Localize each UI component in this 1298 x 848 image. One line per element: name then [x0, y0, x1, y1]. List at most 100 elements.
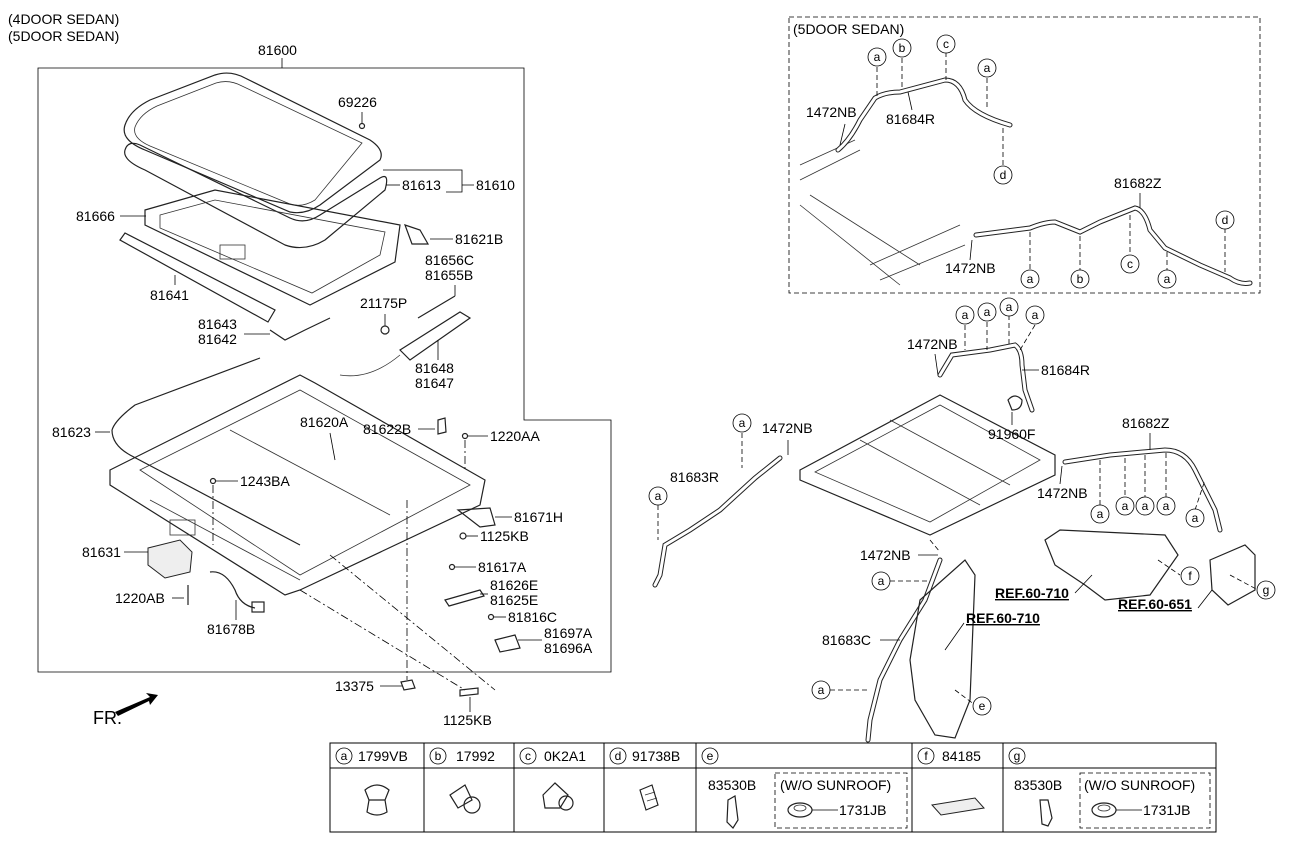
label-81678B: 81678B: [207, 621, 255, 637]
cable-81656C: [417, 295, 456, 319]
svg-text:a: a: [1192, 511, 1199, 525]
label-13375: 13375: [335, 678, 374, 694]
legend-letter-f: f: [924, 749, 928, 763]
legend-g-sub: 1731JB: [1143, 802, 1190, 818]
svg-text:f: f: [1188, 569, 1192, 583]
label-21175P: 21175P: [360, 295, 407, 311]
sunroof-motor: [339, 311, 472, 377]
label-81622B: 81622B: [363, 421, 411, 437]
drain-hose-81643: [269, 317, 331, 341]
legend-letter-b: b: [435, 749, 442, 763]
label-1220AB: 1220AB: [115, 590, 165, 606]
svg-text:a: a: [1032, 308, 1039, 322]
clip-91960F: [1007, 395, 1023, 411]
svg-text:b: b: [899, 41, 906, 55]
svg-text:b: b: [1077, 272, 1084, 286]
panel-g: [1209, 544, 1256, 606]
ref-60-710-b: REF.60-710: [966, 610, 1040, 626]
svg-text:c: c: [1127, 257, 1133, 271]
legend-table: a 1799VB b 17992 c 0K2A1 d 91738B e f 84…: [329, 742, 1217, 833]
harness-81678B: [209, 571, 256, 609]
drain-tube-81623: [111, 357, 301, 546]
label-81610: 81610: [476, 177, 515, 193]
inset-5door: [788, 16, 1261, 294]
label-81655B: 81655B: [425, 267, 473, 283]
label-r81683C: 81683C: [822, 632, 871, 648]
svg-text:d: d: [1222, 213, 1229, 227]
label-i81684R: 81684R: [886, 111, 935, 127]
svg-text:a: a: [962, 308, 969, 322]
svg-text:a: a: [739, 416, 746, 430]
clip-0K2A1-icon: [542, 782, 574, 811]
label-81656C: 81656C: [425, 252, 474, 268]
svg-text:g: g: [1263, 583, 1270, 597]
label-1220AA: 1220AA: [490, 428, 540, 444]
label-81648: 81648: [415, 360, 454, 376]
header-line-1: (4DOOR SEDAN): [8, 11, 119, 27]
grommet-83530B-icon: [726, 795, 739, 829]
grommet-83530B-g-icon: [1039, 799, 1053, 827]
clip-91738B-icon: [639, 784, 659, 811]
inset-title: (5DOOR SEDAN): [793, 21, 904, 37]
label-r81683R: 81683R: [670, 469, 719, 485]
front-seal-strip: [119, 232, 276, 323]
sunroof-main-frame: [109, 374, 486, 596]
glass-panel: [123, 72, 382, 214]
legend-letter-g: g: [1014, 749, 1021, 763]
label-81631: 81631: [82, 544, 121, 560]
assembly-frame: [37, 67, 612, 673]
label-i81682Z: 81682Z: [1114, 175, 1162, 191]
label-i1472NB-b: 1472NB: [945, 260, 996, 276]
label-81697A: 81697A: [544, 625, 593, 641]
legend-g-part: 83530B: [1014, 777, 1062, 793]
glass-seal: [124, 142, 388, 249]
label-81625E: 81625E: [490, 592, 538, 608]
label-r81682Z: 81682Z: [1122, 415, 1170, 431]
motor-81631: [147, 539, 193, 579]
grommet-icon: [380, 325, 390, 335]
svg-text:a: a: [655, 489, 662, 503]
ref-60-710-a: REF.60-710: [995, 585, 1069, 601]
front-arrow-icon: [115, 693, 158, 716]
label-r1472NB-b: 1472NB: [762, 420, 813, 436]
label-81613: 81613: [402, 177, 441, 193]
right-hose-81683R: [652, 455, 783, 588]
label-r1472NB-d: 1472NB: [860, 547, 911, 563]
right-callouts: a a a a a a a a a a a a a f g e: [648, 297, 1276, 716]
svg-text:a: a: [984, 61, 991, 75]
label-81642: 81642: [198, 331, 237, 347]
svg-text:a: a: [818, 683, 825, 697]
label-r1472NB-a: 1472NB: [907, 336, 958, 352]
legend-e-part: 83530B: [708, 777, 756, 793]
right-roof-frame: [799, 394, 1056, 536]
right-hose-81682Z: [1062, 447, 1223, 533]
label-81626E: 81626E: [490, 577, 538, 593]
label-81621B: 81621B: [455, 231, 503, 247]
label-1243BA: 1243BA: [240, 473, 290, 489]
quarter-panel-f: [1044, 529, 1179, 601]
legend-code-f: 84185: [942, 748, 981, 764]
label-r1472NB-c: 1472NB: [1037, 485, 1088, 501]
svg-text:a: a: [1027, 272, 1034, 286]
label-1125KB-a: 1125KB: [480, 528, 529, 544]
svg-text:a: a: [878, 574, 885, 588]
legend-letter-d: d: [615, 749, 622, 763]
svg-text:a: a: [1006, 300, 1013, 314]
label-81666: 81666: [76, 208, 115, 224]
legend-letter-c: c: [525, 749, 531, 763]
label-81623: 81623: [52, 424, 91, 440]
nut-13375: [400, 679, 416, 691]
clip-17992-icon: [449, 784, 481, 814]
header-line-2: (5DOOR SEDAN): [8, 28, 119, 44]
bracket-81671H: [456, 507, 496, 528]
svg-text:a: a: [984, 305, 991, 319]
sunshade-frame: [144, 189, 401, 306]
label-81617A: 81617A: [478, 559, 527, 575]
ref-60-651: REF.60-651: [1118, 596, 1192, 612]
label-81671H: 81671H: [514, 509, 563, 525]
clip-1799VB-icon: [364, 784, 390, 816]
label-81600: 81600: [258, 42, 297, 58]
label-69226: 69226: [338, 94, 377, 110]
svg-text:a: a: [1163, 499, 1170, 513]
